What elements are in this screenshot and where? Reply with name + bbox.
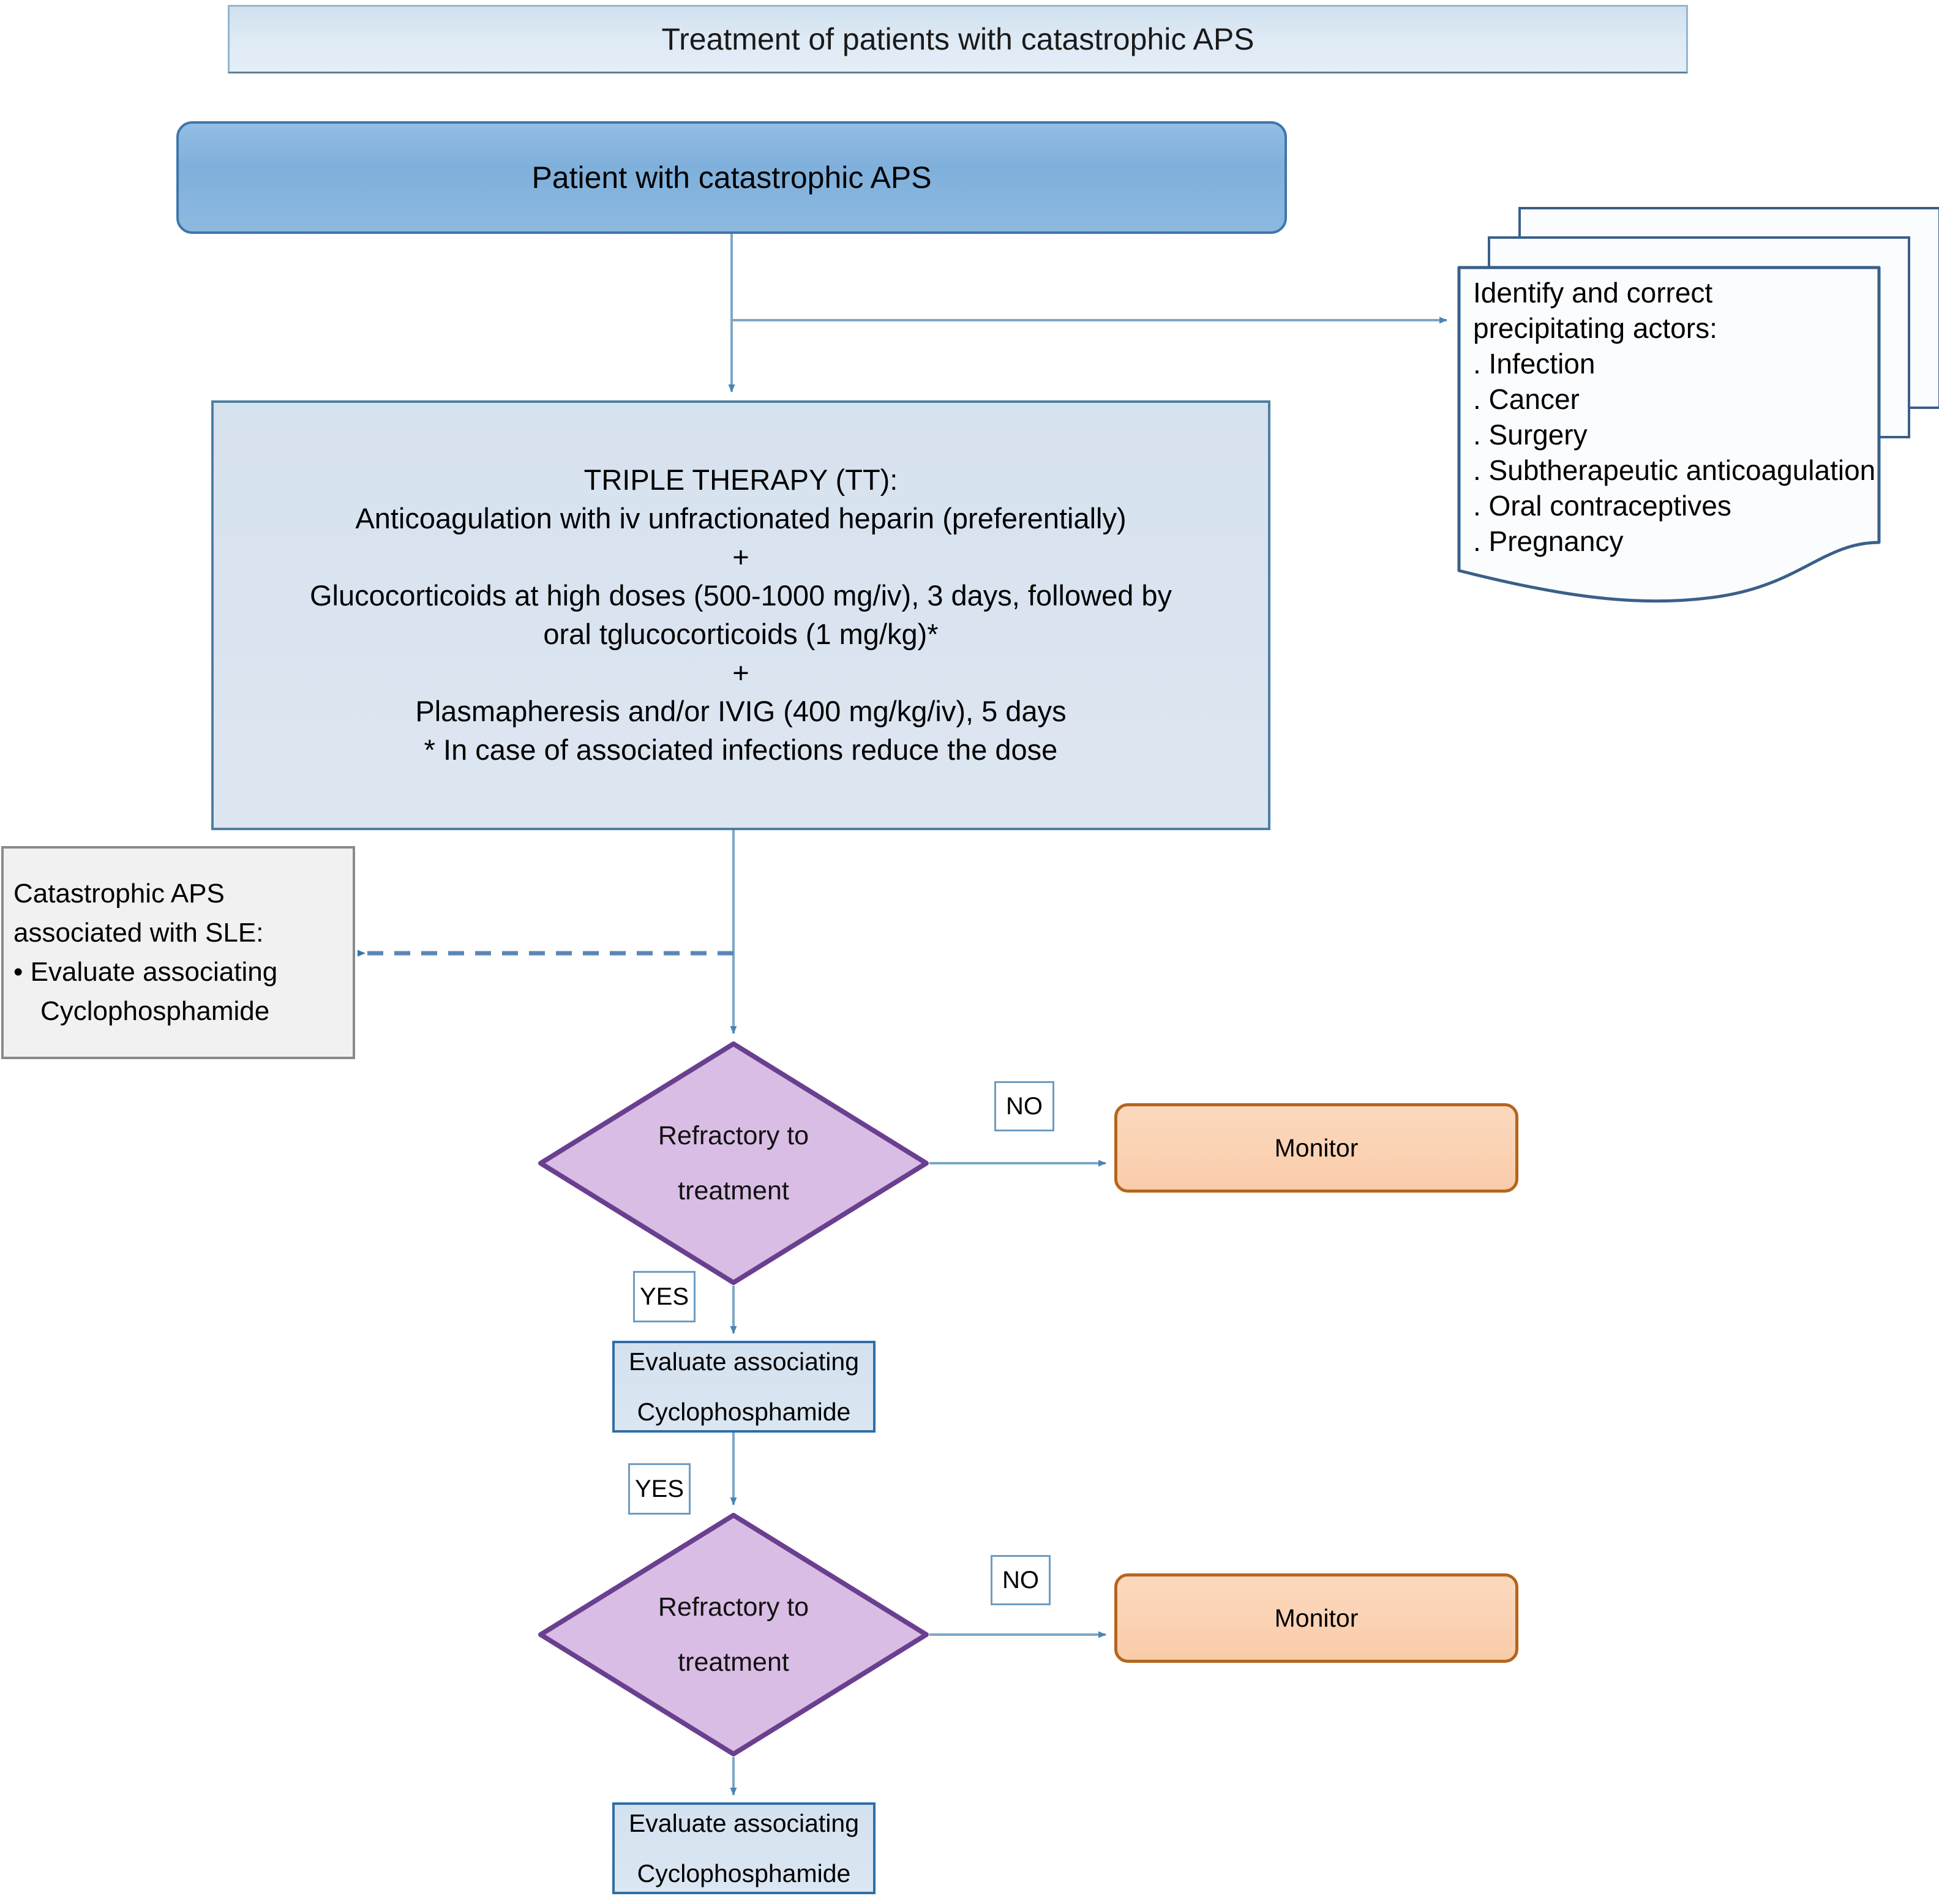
diamond-shape-icon: [538, 1041, 929, 1285]
decision-1-line-1: Refractory to: [658, 1120, 809, 1150]
decision-1-label: Refractory to treatment: [538, 1041, 929, 1286]
decision-2-label: Refractory to treatment: [538, 1512, 929, 1757]
factors-item-pregnancy: . Pregnancy: [1473, 525, 1624, 557]
triple-therapy-heading: TRIPLE THERAPY (TT):: [583, 463, 898, 497]
node-evaluate-cyclophosphamide-2[interactable]: Evaluate associating Cyclophosphamide: [612, 1802, 876, 1894]
factors-heading-line-2: precipitating actors:: [1473, 312, 1717, 344]
decision-2-line-2: treatment: [678, 1647, 789, 1677]
edge-label-yes-1: YES: [633, 1271, 696, 1322]
edge-label-no-1: NO: [994, 1081, 1054, 1131]
node-monitor-1[interactable]: Monitor: [1114, 1103, 1518, 1193]
triple-therapy-footnote: * In case of associated infections reduc…: [424, 733, 1058, 766]
triple-therapy-line-3: oral tglucocorticoids (1 mg/kg)*: [543, 618, 939, 650]
evaluate-1-line-2: Cyclophosphamide: [637, 1398, 851, 1426]
decision-1-line-2: treatment: [678, 1176, 789, 1205]
sle-line-1: Catastrophic APS: [13, 879, 225, 909]
node-decision-refractory-2[interactable]: Refractory to treatment: [538, 1512, 929, 1757]
factors-item-oral-contraceptives: . Oral contraceptives: [1473, 489, 1731, 522]
node-evaluate-cyclophosphamide-1[interactable]: Evaluate associating Cyclophosphamide: [612, 1341, 876, 1433]
evaluate-2-line-1: Evaluate associating: [628, 1809, 860, 1837]
evaluate-1-line-1: Evaluate associating: [628, 1347, 860, 1376]
node-precipitating-factors-stack[interactable]: Identify and correct precipitating actor…: [1457, 207, 1939, 608]
sle-line-3: • Evaluate associating: [13, 957, 278, 987]
node-patient-with-catastrophic-aps[interactable]: Patient with catastrophic APS: [176, 121, 1287, 234]
factors-item-cancer: . Cancer: [1473, 383, 1580, 415]
node-decision-refractory-1[interactable]: Refractory to treatment: [538, 1041, 929, 1286]
factors-item-infection: . Infection: [1473, 347, 1596, 380]
document-shape-icon: [1457, 266, 1881, 603]
precipitating-factors-text: Identify and correct precipitating actor…: [1473, 275, 1877, 560]
sle-line-2: associated with SLE:: [13, 918, 264, 948]
triple-therapy-plus-1: +: [732, 541, 749, 574]
evaluate-2-line-2: Cyclophosphamide: [637, 1859, 851, 1887]
triple-therapy-plus-2: +: [732, 656, 749, 689]
node-triple-therapy[interactable]: TRIPLE THERAPY (TT): Anticoagulation wit…: [211, 400, 1270, 830]
node-catastrophic-aps-with-sle[interactable]: Catastrophic APS associated with SLE: • …: [1, 846, 355, 1059]
triple-therapy-line-2: Glucocorticoids at high doses (500-1000 …: [309, 579, 1172, 612]
factors-item-surgery: . Surgery: [1473, 418, 1588, 451]
triple-therapy-line-4: Plasmapheresis and/or IVIG (400 mg/kg/iv…: [415, 694, 1067, 727]
page-title: Treatment of patients with catastrophic …: [228, 5, 1688, 73]
sle-line-4: Cyclophosphamide: [40, 995, 270, 1026]
document-sheet-front: Identify and correct precipitating actor…: [1457, 266, 1881, 609]
node-monitor-2[interactable]: Monitor: [1114, 1573, 1518, 1663]
decision-2-line-1: Refractory to: [658, 1592, 809, 1622]
triple-therapy-line-1: Anticoagulation with iv unfractionated h…: [355, 502, 1127, 535]
factors-item-subtherapeutic-anticoagulation: . Subtherapeutic anticoagulation: [1473, 454, 1876, 486]
edge-label-no-2: NO: [991, 1555, 1051, 1605]
edge-label-yes-2: YES: [628, 1463, 691, 1515]
factors-heading-line-1: Identify and correct: [1473, 277, 1713, 309]
diamond-shape-icon: [538, 1513, 929, 1756]
